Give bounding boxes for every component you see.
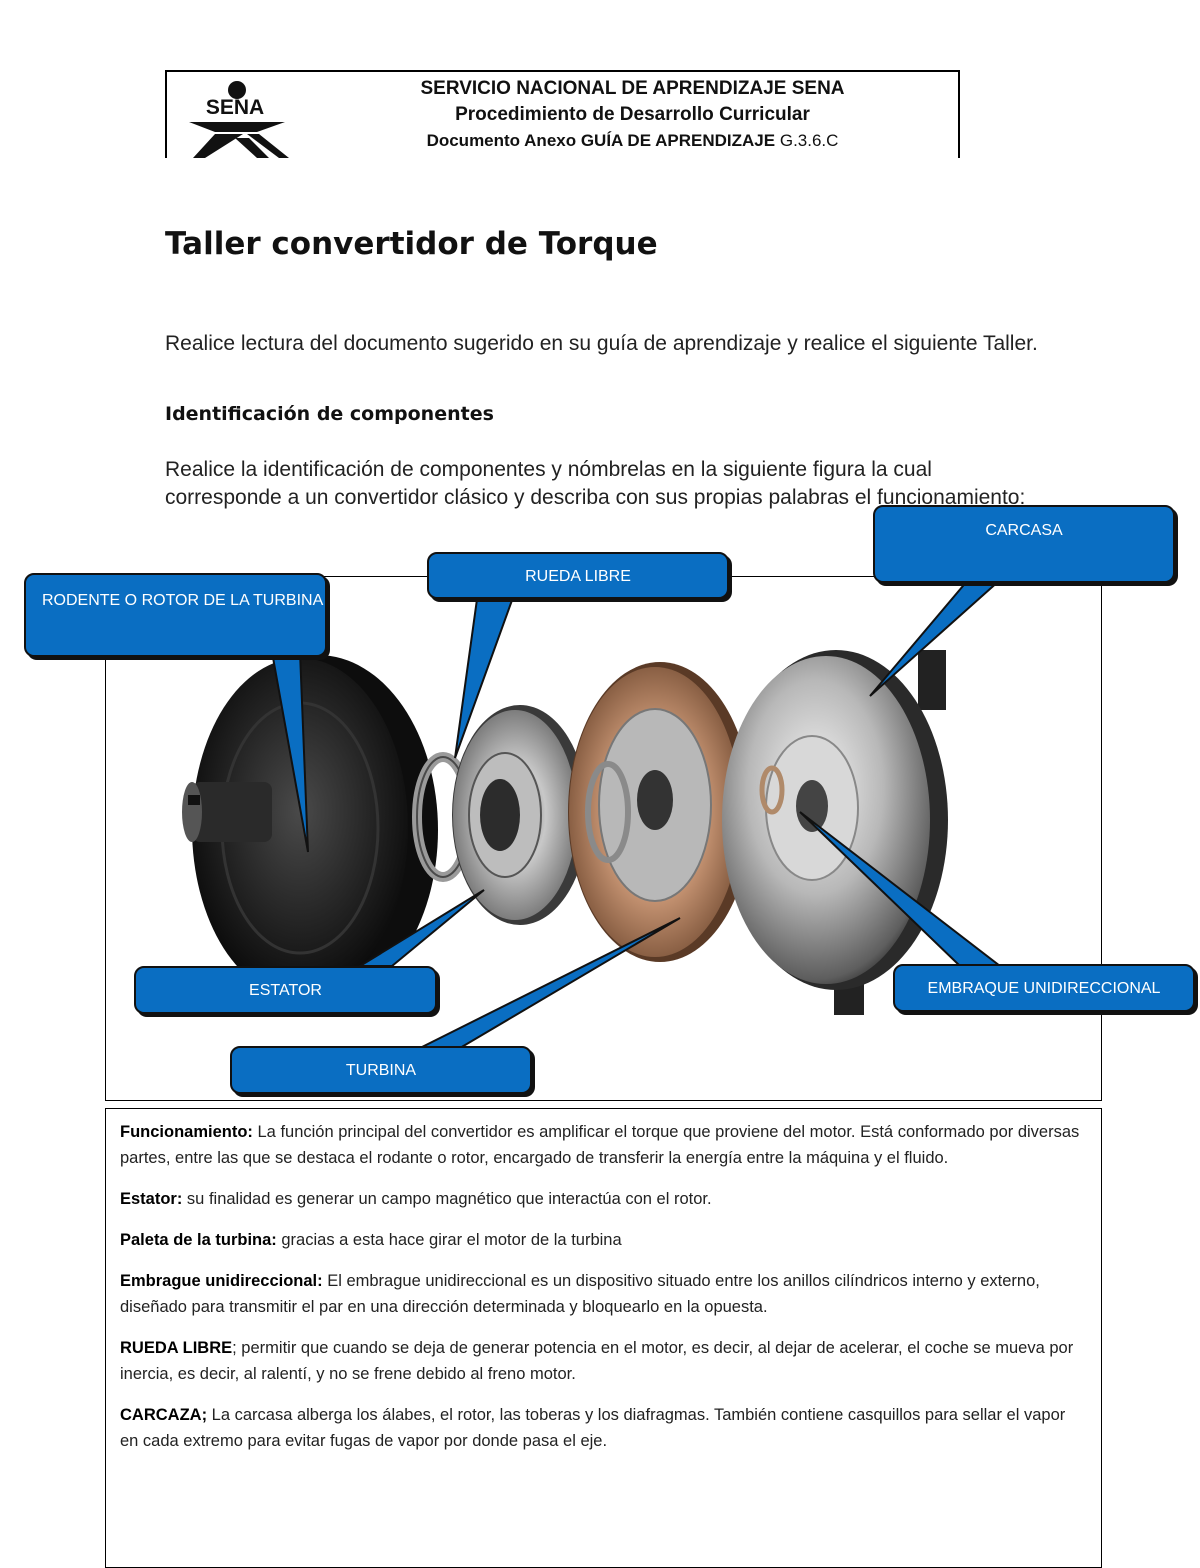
text-estator: su finalidad es generar un campo magnéti… [182,1190,712,1208]
callout-carcasa: CARCASA [873,505,1175,583]
header-annex-label: Documento Anexo GUÍA DE APRENDIZAJE [426,131,776,150]
label-paleta: Paleta de la turbina: [120,1231,277,1249]
text-funcionamiento: La función principal del convertidor es … [120,1123,1080,1167]
text-embrague: El embrague unidireccional es un disposi… [120,1272,1040,1316]
callout-estator: ESTATOR [134,966,437,1014]
label-estator: Estator: [120,1190,183,1208]
header-annex: Documento Anexo GUÍA DE APRENDIZAJE G.3.… [307,128,958,154]
text-paleta: gracias a esta hace girar el motor de la… [276,1231,622,1249]
answer-carcaza: CARCAZA; La carcasa alberga los álabes, … [120,1402,1087,1454]
answer-rueda-libre: RUEDA LIBRE; permitir que cuando se deja… [120,1335,1087,1387]
page-title: Taller convertidor de Torque [165,226,658,262]
text-carcaza: La carcasa alberga los álabes, el rotor,… [120,1406,1066,1450]
answer-estator: Estator: su finalidad es generar un camp… [120,1186,1087,1212]
label-funcionamiento: Funcionamiento: [120,1123,253,1141]
label-rueda-libre: RUEDA LIBRE [120,1339,233,1357]
sena-logo: SENA [189,81,289,158]
label-carcaza: CARCAZA; [120,1406,208,1424]
callout-rodete: RODENTE O ROTOR DE LA TURBINA [24,573,327,657]
header-code: G.3.6.C [779,131,839,150]
label-embrague: Embrague unidireccional: [120,1272,323,1290]
intro-paragraph: Realice lectura del documento sugerido e… [165,332,1038,355]
header-procedure: Procedimiento de Desarrollo Curricular [455,104,810,125]
answers-box: Funcionamiento: La función principal del… [105,1108,1102,1568]
header-institution: SERVICIO NACIONAL DE APRENDIZAJE SENA [420,78,845,99]
answer-embrague: Embrague unidireccional: El embrague uni… [120,1268,1087,1320]
instructions-paragraph: Realice la identificación de componentes… [165,458,1026,509]
answer-funcionamiento: Funcionamiento: La función principal del… [120,1119,1087,1171]
answer-paleta: Paleta de la turbina: gracias a esta hac… [120,1227,1087,1253]
text-rueda-libre: ; permitir que cuando se deja de generar… [120,1339,1074,1383]
document-header: SENA SERVICIO NACIONAL DE APRENDIZAJE SE… [165,70,960,158]
logo-text: SENA [206,96,264,119]
section-heading: Identificación de componentes [165,403,494,425]
callout-rueda-libre: RUEDA LIBRE [427,552,729,599]
callout-turbina: TURBINA [230,1046,532,1094]
callout-embrague: EMBRAQUE UNIDIRECCIONAL [893,964,1195,1012]
